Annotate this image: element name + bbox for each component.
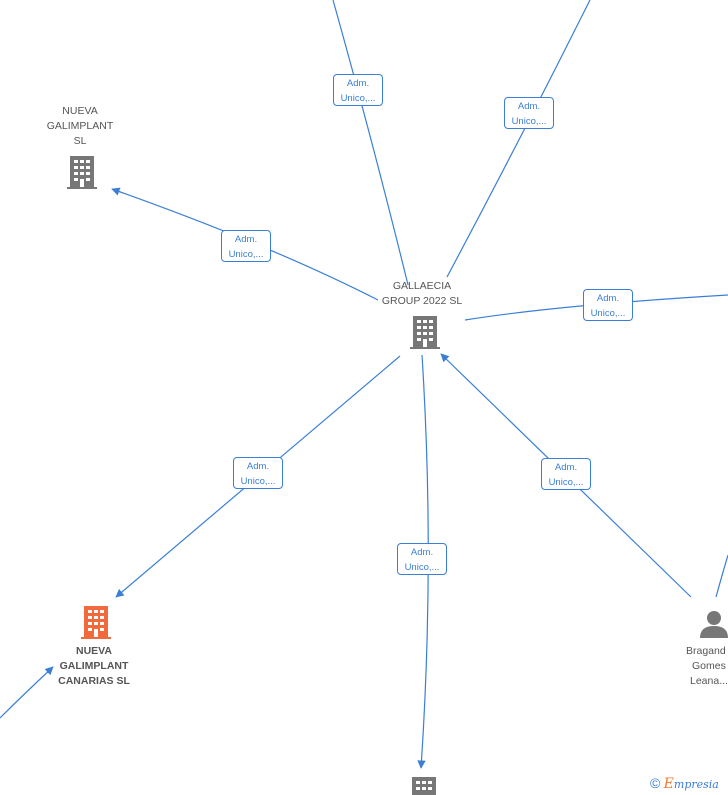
- copyright-symbol: ©: [650, 775, 661, 791]
- building-icon[interactable]: [67, 156, 97, 189]
- edge-top-right: [446, 0, 591, 278]
- brand-logo: Empresia: [663, 776, 719, 792]
- building-icon[interactable]: [412, 777, 436, 795]
- relation-label[interactable]: Adm.Unico,...: [504, 97, 554, 129]
- person-icon[interactable]: [700, 611, 728, 638]
- edge-into-nueva-canarias: [0, 666, 54, 719]
- relation-label[interactable]: Adm.Unico,...: [233, 457, 283, 489]
- edge-top-left: [332, 0, 409, 286]
- node-label-nueva-galimplant[interactable]: NUEVA GALIMPLANT SL: [46, 105, 114, 147]
- relation-label[interactable]: Adm.Unico,...: [583, 289, 633, 321]
- building-icon[interactable]: [81, 606, 111, 639]
- building-icon[interactable]: [410, 316, 440, 349]
- relation-label[interactable]: Adm.Unico,...: [397, 543, 447, 575]
- copyright-notice: © Empresia: [650, 775, 719, 792]
- node-label-nueva-galimplant-canarias[interactable]: NUEVA GALIMPLANT CANARIAS SL: [58, 645, 130, 687]
- edge-right: [464, 294, 728, 321]
- edge-person-up: [715, 554, 728, 598]
- relation-label[interactable]: Adm.Unico,...: [541, 458, 591, 490]
- node-label-person[interactable]: Bragand Gomes Leana...: [686, 645, 728, 687]
- node-label-gallaecia-group[interactable]: GALLAECIA GROUP 2022 SL: [381, 280, 463, 307]
- relation-label[interactable]: Adm.Unico,...: [221, 230, 271, 262]
- relation-label[interactable]: Adm.Unico,...: [333, 74, 383, 106]
